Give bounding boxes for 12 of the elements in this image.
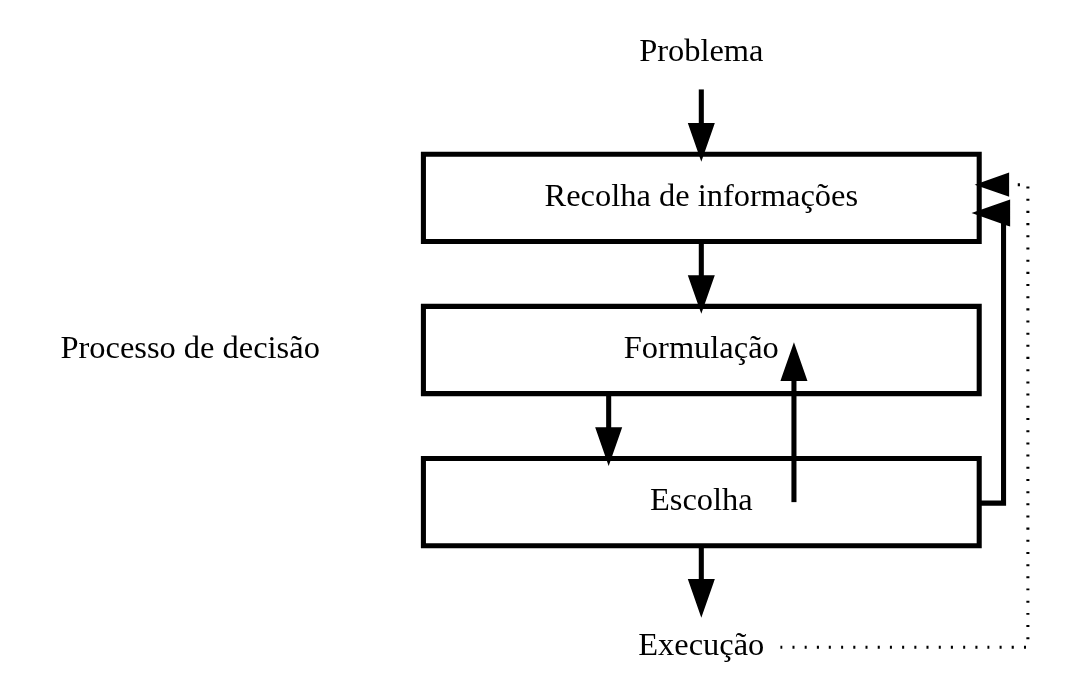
node-text: Problema — [639, 31, 764, 68]
arrow — [687, 241, 715, 314]
node-box: Formulação — [420, 303, 982, 397]
label: Processo de decisão — [60, 328, 320, 365]
arrow — [780, 172, 1030, 649]
arrow — [687, 546, 715, 618]
node-box: Escolha — [420, 456, 982, 549]
node-box: Recolha de informações — [420, 151, 982, 244]
node-text: Execução — [638, 625, 765, 662]
arrow — [595, 394, 623, 466]
arrow — [780, 342, 808, 503]
arrow — [687, 89, 715, 162]
